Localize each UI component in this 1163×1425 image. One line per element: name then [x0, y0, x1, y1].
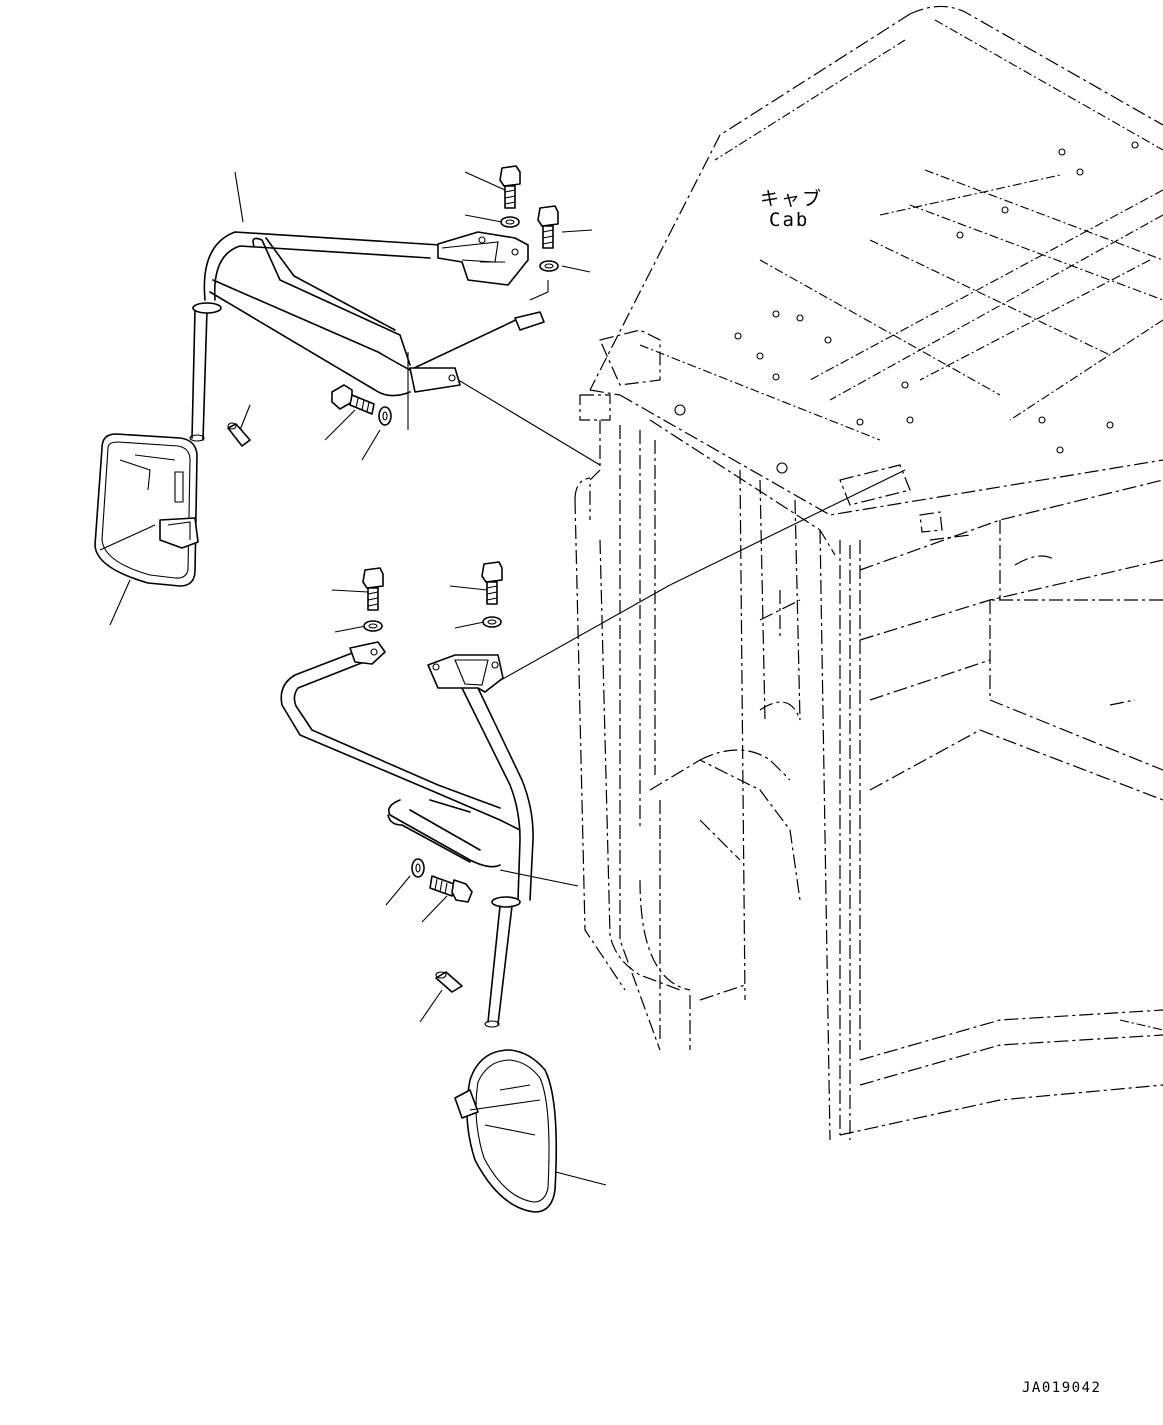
lower-mirror-head: [455, 1050, 556, 1212]
cab-label-japanese: キャブ: [760, 188, 824, 210]
cab-outline: [575, 6, 1163, 1140]
leader-lines: [110, 172, 905, 1185]
upper-mirror-stay: [190, 232, 544, 441]
lower-mirror-stay: [281, 642, 533, 1027]
drawing-number: JA019042: [1022, 1380, 1102, 1396]
upper-mirror-head: [95, 434, 198, 586]
cab-label-english: Cab: [769, 209, 810, 231]
lower-fasteners: [363, 562, 502, 992]
upper-fasteners: [228, 166, 558, 446]
